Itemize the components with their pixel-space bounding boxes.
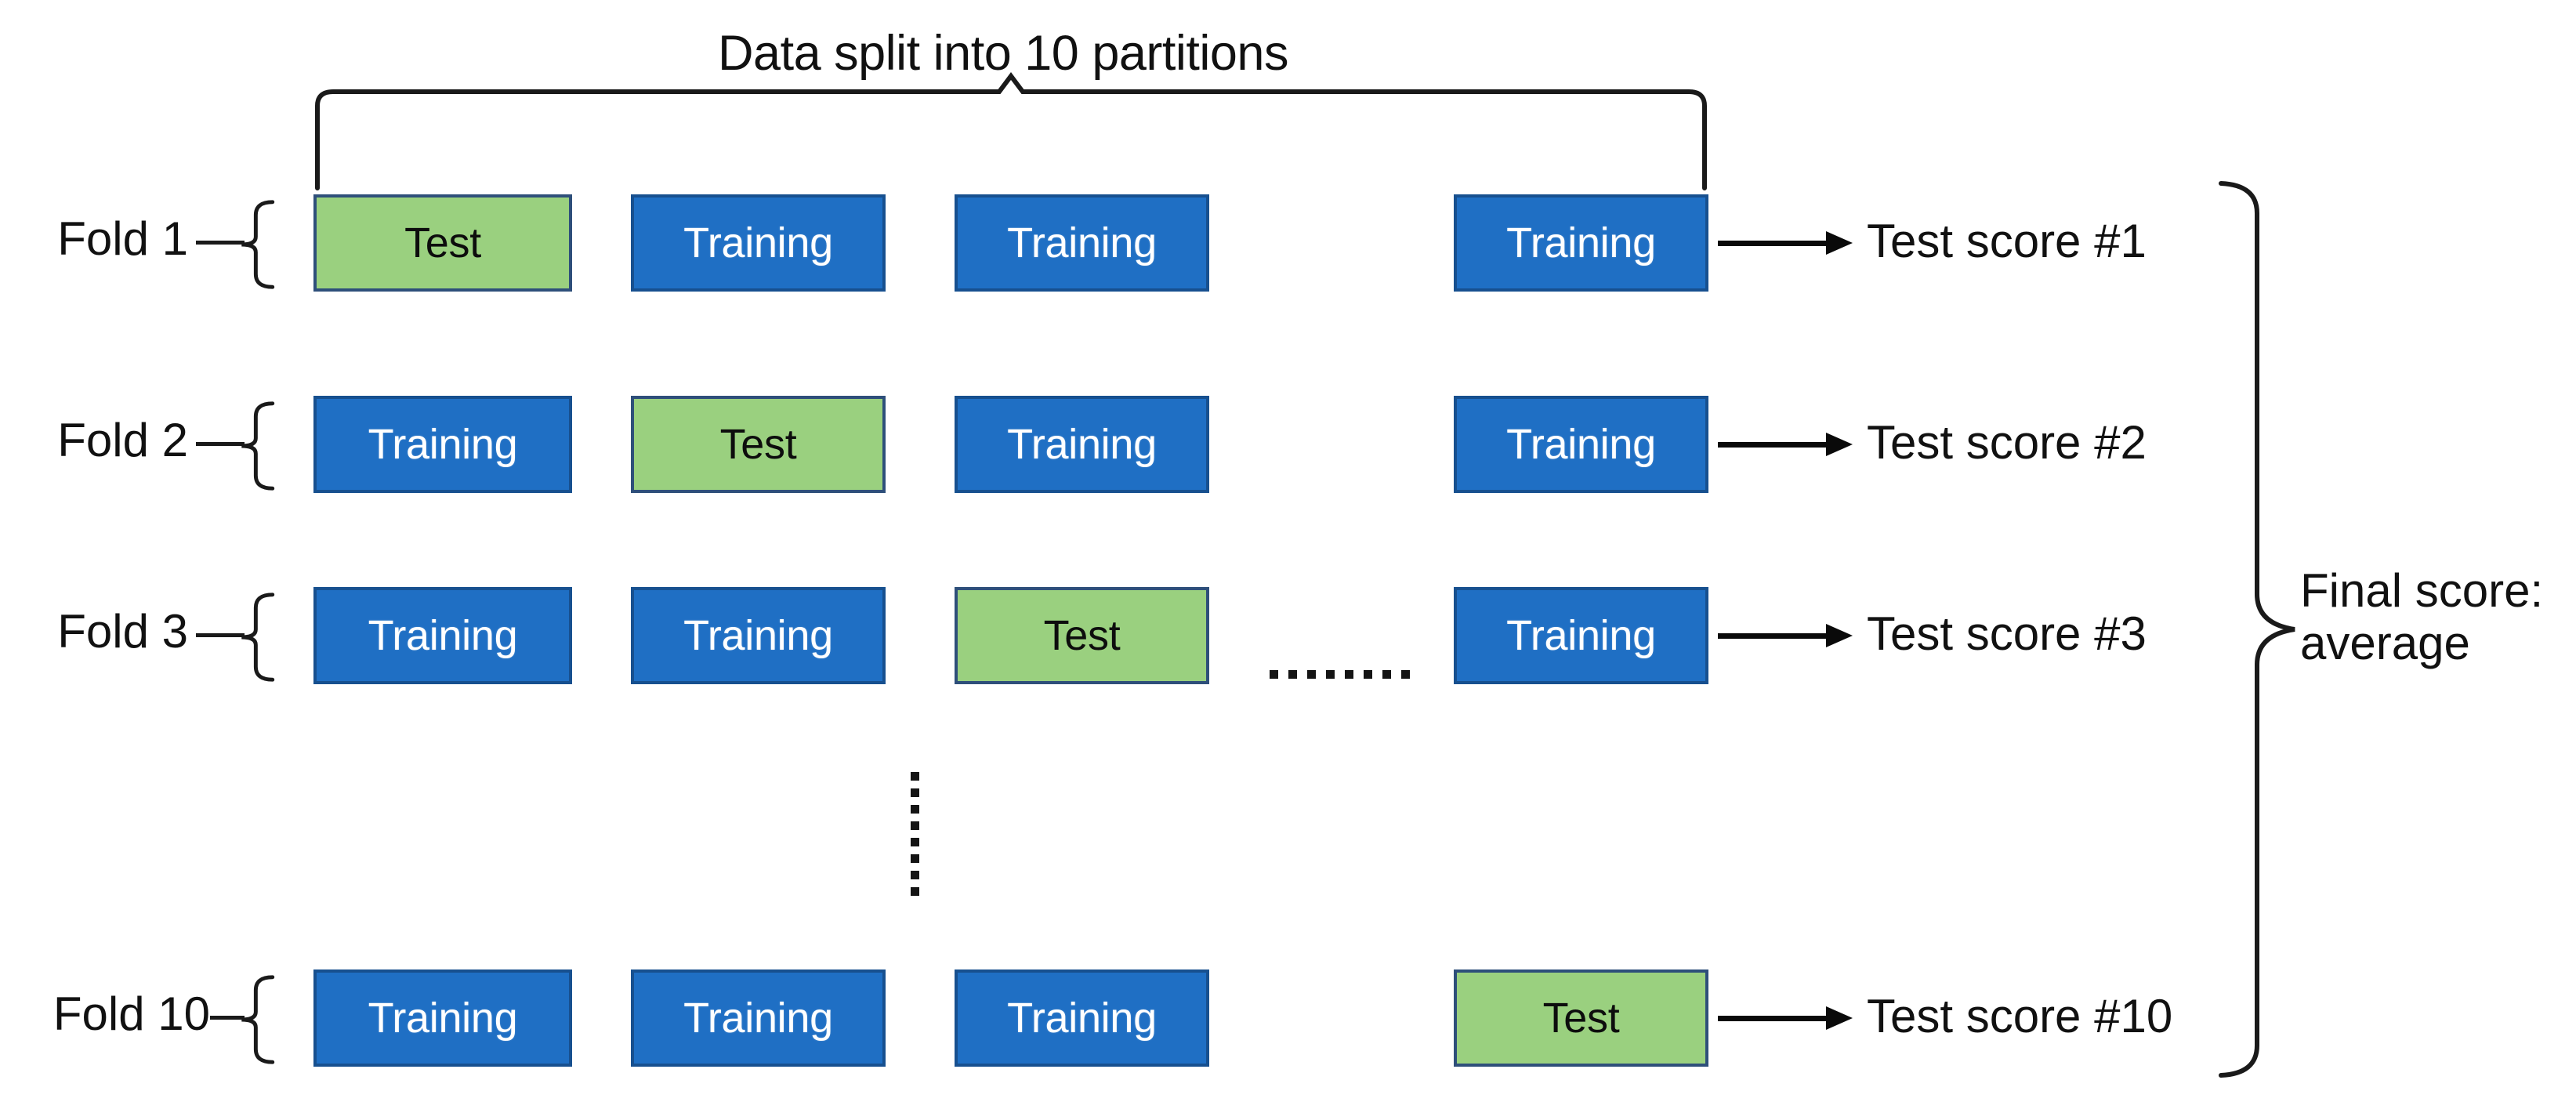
arrow-shaft	[1718, 442, 1828, 448]
cell-f3-p2[interactable]: Training	[631, 587, 886, 684]
horizontal-ellipsis	[1270, 670, 1410, 679]
test-score-2: Test score #2	[1867, 416, 2147, 469]
arrow-fold-3	[1718, 624, 1853, 647]
cell-f3-p10[interactable]: Training	[1454, 587, 1708, 684]
cell-f10-p2[interactable]: Training	[631, 969, 886, 1067]
arrow-fold-1	[1718, 231, 1853, 255]
fold-tick-2	[196, 442, 245, 446]
cell-f2-p1[interactable]: Training	[313, 396, 572, 493]
cell-f2-p3[interactable]: Training	[955, 396, 1209, 493]
cell-f2-p2[interactable]: Test	[631, 396, 886, 493]
fold-tick-1	[196, 241, 245, 245]
arrow-head	[1826, 1006, 1853, 1030]
cell-f1-p1[interactable]: Test	[313, 194, 572, 292]
fold-label-1: Fold 1	[57, 212, 188, 265]
arrow-fold-10	[1718, 1006, 1853, 1030]
fold-label-3: Fold 3	[57, 605, 188, 658]
arrow-shaft	[1718, 241, 1828, 246]
fold-brace-1	[241, 200, 275, 289]
arrow-head	[1826, 231, 1853, 255]
cell-f1-p2[interactable]: Training	[631, 194, 886, 292]
vertical-ellipsis	[911, 772, 919, 896]
cell-f10-p1[interactable]: Training	[313, 969, 572, 1067]
arrow-shaft	[1718, 1016, 1828, 1021]
cell-f1-p10[interactable]: Training	[1454, 194, 1708, 292]
test-score-1: Test score #1	[1867, 215, 2147, 267]
arrow-fold-2	[1718, 433, 1853, 456]
test-score-10: Test score #10	[1867, 990, 2173, 1042]
fold-label-2: Fold 2	[57, 414, 188, 466]
cell-f2-p10[interactable]: Training	[1454, 396, 1708, 493]
cell-f3-p3[interactable]: Test	[955, 587, 1209, 684]
arrow-shaft	[1718, 633, 1828, 639]
fold-brace-10	[241, 975, 275, 1064]
fold-brace-2	[241, 401, 275, 491]
cell-f1-p3[interactable]: Training	[955, 194, 1209, 292]
fold-brace-3	[241, 593, 275, 682]
cell-f10-p10[interactable]: Test	[1454, 969, 1708, 1067]
final-score-label: Final score: average	[2300, 564, 2544, 670]
fold-tick-10	[210, 1016, 245, 1020]
fold-label-10: Fold 10	[53, 988, 210, 1040]
partition-brace	[315, 72, 1707, 190]
diagram-title: Data split into 10 partitions	[718, 26, 1288, 81]
test-score-3: Test score #3	[1867, 607, 2147, 660]
fold-tick-3	[196, 633, 245, 637]
arrow-head	[1826, 624, 1853, 647]
cell-f10-p3[interactable]: Training	[955, 969, 1209, 1067]
arrow-head	[1826, 433, 1853, 456]
cell-f3-p1[interactable]: Training	[313, 587, 572, 684]
final-score-brace	[2219, 181, 2295, 1078]
